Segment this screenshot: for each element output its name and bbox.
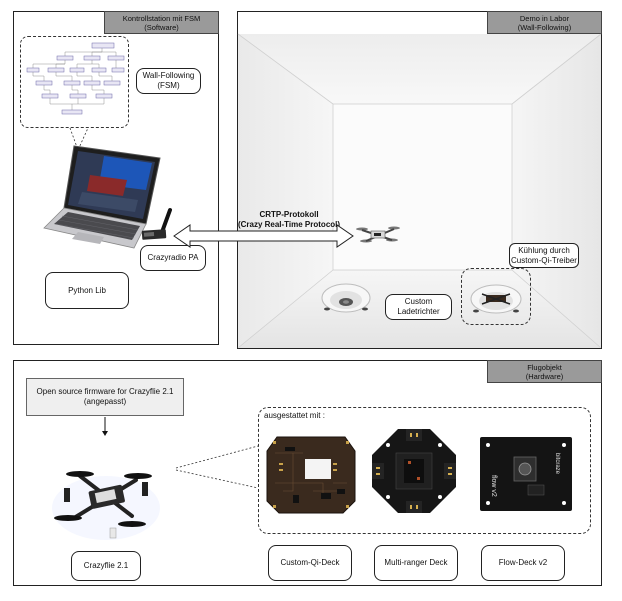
- flying-object-header-title: Flugobjekt: [527, 363, 562, 372]
- lab-demo-header-subtitle: (Wall-Following): [517, 23, 572, 32]
- cooling-label: Kühlung durch Custom-Qi-Treiber: [509, 243, 579, 268]
- equipped-label: ausgestattet mit :: [264, 411, 325, 420]
- charging-funnel-label: Custom Ladetrichter: [385, 294, 452, 320]
- python-lib-label: Python Lib: [45, 272, 129, 309]
- flying-object-header-subtitle: (Hardware): [525, 372, 564, 381]
- crazyflie-label: Crazyflie 2.1: [71, 551, 141, 581]
- deck-label-multi-ranger: Multi-ranger Deck: [374, 545, 458, 581]
- cooling-label-line1: Kühlung durch: [518, 245, 570, 255]
- crazyflie-drone-icon: [52, 471, 160, 540]
- crazyradio-label: Crazyradio PA: [140, 245, 206, 271]
- crtp-protocol-title: CRTP-Protokoll: [259, 210, 319, 219]
- cooling-label-line2: Custom-Qi-Treiber: [511, 255, 577, 265]
- lab-demo-header: Demo in Labor (Wall-Following): [487, 11, 602, 34]
- crazyradio-icon: [141, 208, 172, 240]
- deck-label-flow-v2: Flow-Deck v2: [481, 545, 565, 581]
- fsm-diagram-callout: [20, 36, 129, 128]
- laptop-icon: [43, 145, 161, 249]
- lab-demo-header-title: Demo in Labor: [519, 14, 570, 23]
- fsm-label-line2: (FSM): [157, 81, 180, 90]
- charging-funnel-label-line2: Ladetrichter: [397, 307, 440, 316]
- flying-object-header: Flugobjekt (Hardware): [487, 360, 602, 383]
- firmware-line1: Open source firmware for Crazyflie 2.1: [36, 387, 174, 396]
- flow-deck-v2-icon: flow v2 bitcraze: [480, 437, 572, 511]
- fsm-label-line1: Wall-Following: [142, 71, 195, 80]
- flying-drone-icon: [356, 226, 400, 243]
- charging-funnel-with-drone-icon: [470, 284, 522, 314]
- custom-qi-deck-icon: [266, 436, 356, 514]
- flow-deck-print: flow v2: [490, 475, 497, 497]
- ground-station-header: Kontrollstation mit FSM (Software): [104, 11, 219, 34]
- crtp-protocol-subtitle: (Crazy Real-Time Protocol): [237, 220, 341, 229]
- cooling-callout: [461, 268, 531, 325]
- crtp-protocol-label: CRTP-Protokoll (Crazy Real-Time Protocol…: [224, 210, 354, 230]
- multi-ranger-deck-icon: [372, 429, 456, 513]
- decks-group: [258, 407, 591, 534]
- firmware-box: Open source firmware for Crazyflie 2.1 (…: [26, 378, 184, 416]
- ground-station-header-title: Kontrollstation mit FSM: [122, 14, 201, 23]
- charging-funnel-label-line1: Custom: [404, 297, 433, 306]
- firmware-line2: (angepasst): [83, 397, 127, 406]
- fsm-label: Wall-Following (FSM): [136, 68, 201, 94]
- ground-station-header-subtitle: (Software): [144, 23, 179, 32]
- bitcraze-print: bitcraze: [554, 453, 560, 475]
- deck-label-custom-qi: Custom-Qi-Deck: [268, 545, 352, 581]
- charging-funnel-icon: [321, 283, 371, 313]
- fsm-diagram: [26, 42, 125, 115]
